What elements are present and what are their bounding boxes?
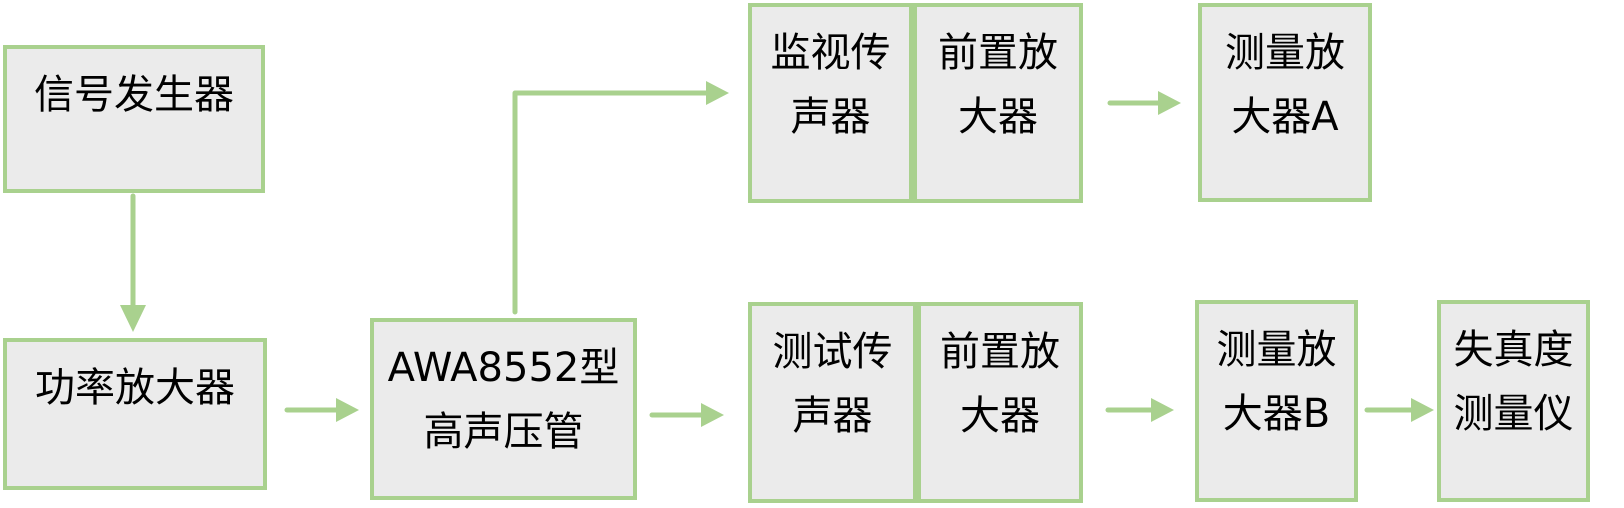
- node-label: 功率放大器: [35, 365, 235, 411]
- node-measuring-amplifier-a: 测量放 大器A: [1198, 3, 1372, 202]
- arrow-tube-to-monitor-mic: [512, 81, 729, 315]
- node-power-amplifier: 功率放大器: [3, 338, 267, 490]
- node-measuring-amplifier-b: 测量放 大器B: [1195, 300, 1358, 502]
- arrow-amp-b-to-distortion: [1364, 398, 1434, 422]
- node-label: 前置放 大器: [938, 30, 1058, 140]
- arrow-power-to-tube: [284, 398, 359, 422]
- arrow-signal-to-power: [120, 193, 146, 332]
- node-label: 信号发生器: [34, 72, 234, 118]
- node-label: 失真度 测量仪: [1453, 327, 1574, 437]
- node-label: 测试传 声器: [772, 329, 893, 439]
- node-label: 测量放 大器B: [1216, 327, 1337, 437]
- node-monitor-microphone: 监视传 声器: [748, 3, 913, 203]
- node-distortion-meter: 失真度 测量仪: [1437, 300, 1590, 502]
- node-awa8552-tube: AWA8552型 高声压管: [370, 318, 637, 500]
- node-label: AWA8552型 高声压管: [387, 345, 620, 455]
- node-test-microphone: 测试传 声器: [748, 302, 917, 503]
- node-preamplifier-top: 前置放 大器: [913, 3, 1083, 203]
- node-preamplifier-bottom: 前置放 大器: [917, 302, 1083, 503]
- node-label: 前置放 大器: [940, 329, 1060, 439]
- node-signal-generator: 信号发生器: [3, 45, 265, 193]
- node-label: 测量放 大器A: [1225, 30, 1345, 140]
- arrow-preamp-to-amp-b: [1105, 398, 1174, 422]
- arrow-tube-to-test-mic: [649, 403, 724, 427]
- node-label: 监视传 声器: [770, 30, 891, 140]
- arrow-preamp-to-amp-a: [1107, 91, 1181, 115]
